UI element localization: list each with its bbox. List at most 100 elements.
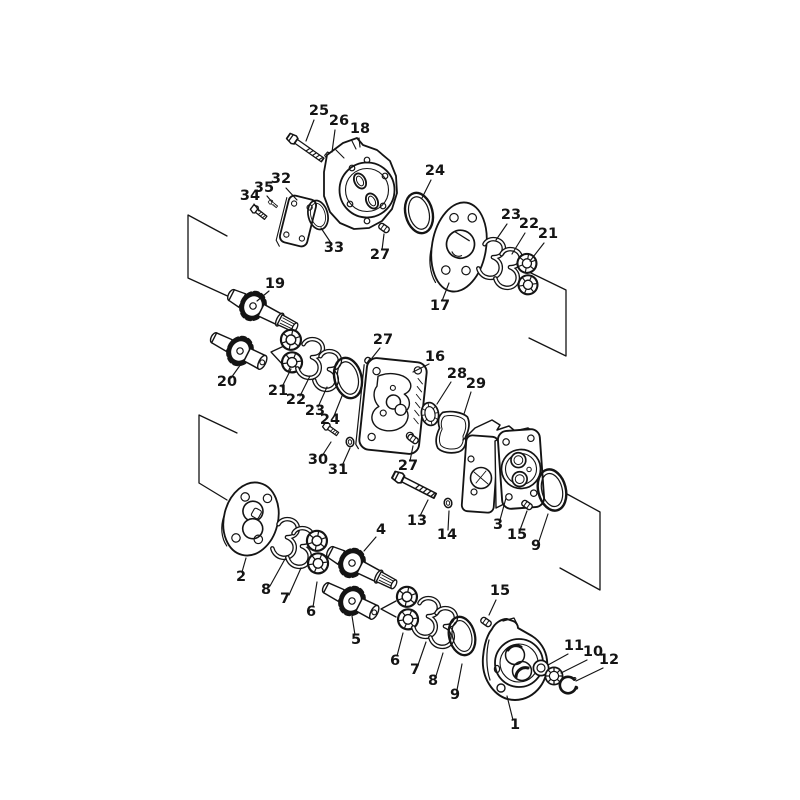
part-number-label: 30: [308, 452, 328, 468]
part-number-label: 5: [351, 632, 361, 648]
part-number-label: 4: [376, 522, 386, 538]
leader-line: [299, 375, 311, 397]
gear-pump-housing-3: [460, 419, 546, 514]
part-number-label: 2: [236, 569, 246, 585]
leader-line: [266, 195, 273, 203]
leader-line: [321, 441, 332, 457]
part-number-label: 17: [430, 298, 450, 314]
leader-line: [456, 663, 463, 691]
part-number-label: 15: [507, 527, 527, 543]
leader-line: [351, 615, 356, 636]
bolt-holes: [346, 156, 389, 225]
part-number-label: 23: [501, 207, 521, 223]
leader-line: [312, 581, 318, 608]
leader-line: [463, 391, 472, 415]
snap-ring-12: [558, 675, 579, 695]
part-number-label: 34: [240, 188, 260, 204]
leader-line: [560, 659, 588, 674]
front-cover-housing-1: [481, 617, 549, 701]
leader-line: [421, 179, 432, 199]
part-number-label: 16: [425, 349, 445, 365]
part-number-label: 27: [373, 332, 393, 348]
part-number-label: 9: [450, 687, 460, 703]
part-number-label: 3: [493, 517, 503, 533]
leader-line: [435, 652, 444, 677]
part-number-label: 28: [447, 366, 467, 382]
leader-line: [396, 632, 404, 657]
leader-line: [253, 203, 260, 212]
part-number-label: 32: [271, 171, 291, 187]
leader-line: [519, 510, 528, 531]
leader-line: [417, 641, 427, 666]
part-number-label: 21: [268, 383, 288, 399]
leader-line: [320, 227, 332, 244]
leader-line: [288, 567, 302, 596]
part-number-label: 11: [564, 638, 584, 654]
leader-line: [506, 695, 514, 721]
part-number-label: 6: [306, 604, 316, 620]
bearing-10: [544, 666, 564, 686]
leader-line: [441, 282, 450, 302]
leader-line: [529, 242, 545, 262]
part-number-label: 18: [350, 121, 370, 137]
leader-line: [281, 368, 292, 388]
leader-line: [363, 536, 377, 552]
part-number-label: 12: [599, 652, 619, 668]
part-number-label: 7: [280, 591, 290, 607]
part-number-label: 1: [510, 717, 520, 733]
leader-line: [241, 557, 247, 573]
leader-line: [488, 599, 497, 616]
part-number-label: 14: [437, 527, 457, 543]
part-number-label: 27: [398, 458, 418, 474]
rear-pump-housing-18: [323, 137, 398, 230]
part-number-label: 13: [407, 513, 427, 529]
part-number-label: 24: [425, 163, 445, 179]
part-number-label: 8: [261, 582, 271, 598]
gasket-29: [435, 410, 470, 454]
part-number-label: 8: [428, 673, 438, 689]
part-number-label: 25: [309, 103, 329, 119]
leader-line: [381, 233, 385, 251]
part-number-label: 15: [490, 583, 510, 599]
part-number-label: 9: [531, 538, 541, 554]
part-number-label: 22: [519, 216, 539, 232]
part-number-label: 29: [466, 376, 486, 392]
leader-line: [436, 381, 452, 405]
part-number-label: 35: [254, 180, 274, 196]
leader-line: [371, 347, 381, 359]
leader-line: [269, 558, 286, 587]
cover-plate-32: [275, 194, 318, 248]
leader-line: [447, 510, 450, 531]
leader-line: [317, 386, 328, 408]
part-number-label: 27: [370, 247, 390, 263]
section-divider-lines: [187, 214, 601, 618]
leader-line: [305, 119, 315, 142]
bushing-28: [420, 401, 440, 427]
leader-line: [495, 223, 508, 241]
part-number-label: 19: [265, 276, 285, 292]
part-number-label: 10: [583, 644, 603, 660]
part-number-label: 26: [329, 113, 349, 129]
leader-line: [333, 395, 343, 417]
leader-line: [285, 187, 298, 201]
leader-line: [419, 499, 429, 517]
leader-line: [331, 129, 336, 153]
leader-line: [256, 290, 270, 302]
part-number-label: 22: [286, 392, 306, 408]
port-openings: [352, 172, 380, 210]
leader-line: [358, 137, 361, 148]
part-number-label: 33: [324, 240, 344, 256]
part-number-label: 23: [305, 403, 325, 419]
part-number-label: 6: [390, 653, 400, 669]
leader-line: [538, 513, 549, 542]
washer-31: [344, 436, 356, 448]
part-number-label: 21: [538, 226, 558, 242]
leader-line: [341, 447, 351, 467]
leader-line: [547, 653, 569, 666]
part-number-label: 24: [320, 412, 340, 428]
washer-14: [442, 497, 454, 509]
leader-line: [230, 363, 242, 379]
seal-washer-11: [532, 659, 550, 677]
